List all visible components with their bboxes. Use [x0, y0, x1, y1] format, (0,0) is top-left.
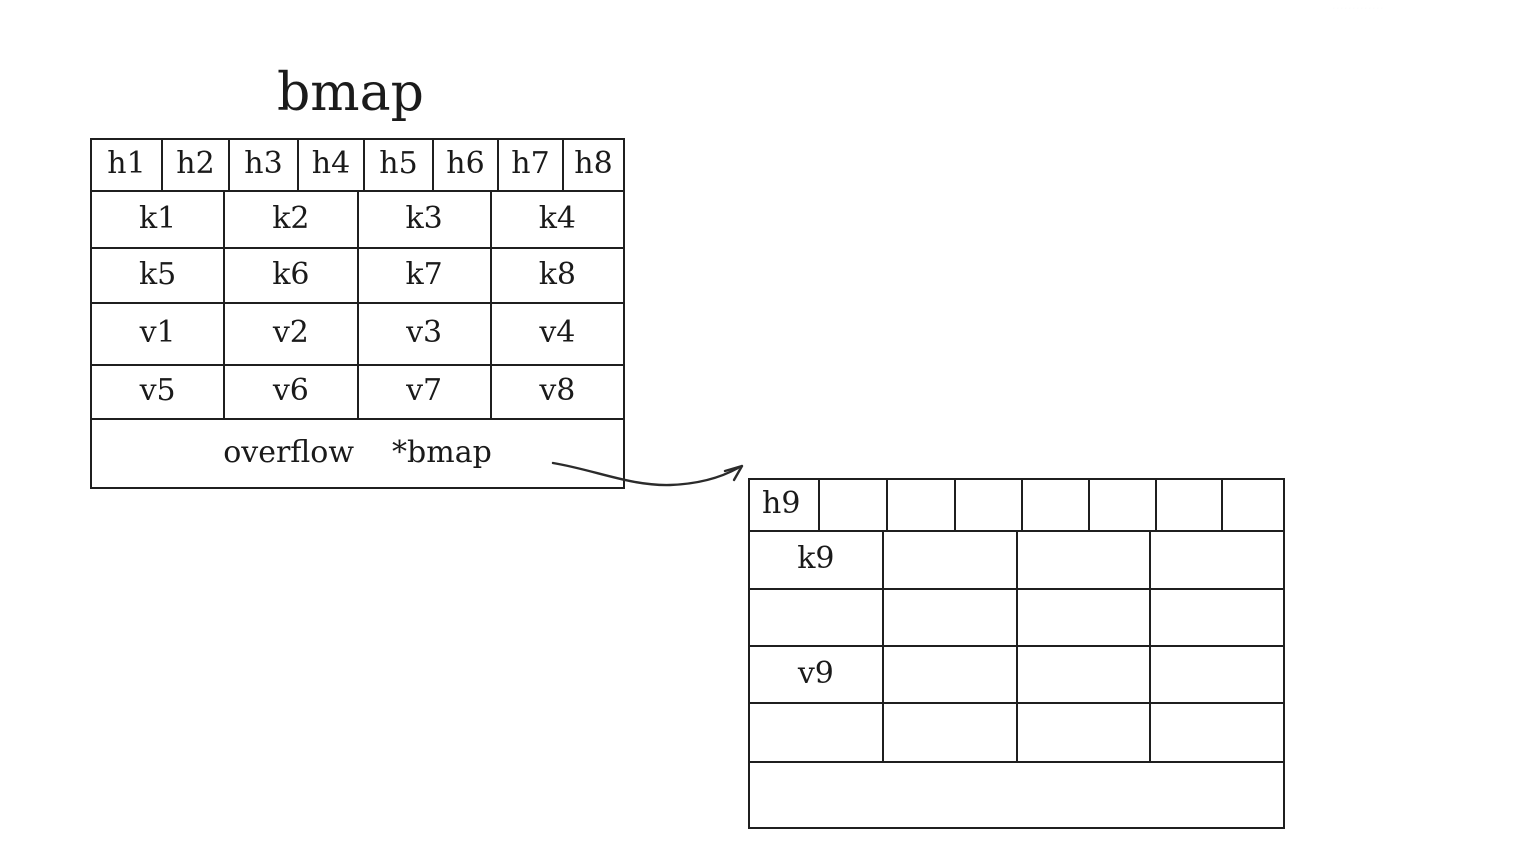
overflow-key-cell-5 [750, 590, 884, 645]
watermark-trace: ············· [1332, 2, 1384, 15]
overflow-tophash-cell-8 [1223, 480, 1283, 530]
value-cell-v7: v7 [359, 366, 492, 418]
tophash-cell-1: h1 [92, 140, 163, 190]
overflow-keys-row-1: k9 [750, 532, 1283, 590]
overflow-pointer-label: *bmap [392, 435, 492, 470]
overflow-tophash-cell-6 [1090, 480, 1157, 530]
value-cell-v8: v8 [539, 373, 576, 408]
main-keys-block: k1 k2 k3 k4 k5 k6 k7 k8 [92, 192, 623, 304]
overflow-value-cell-5 [750, 704, 884, 761]
value-cell-v2: v2 [225, 304, 359, 364]
key-cell-k8: k8 [538, 256, 576, 292]
overflow-tophash-row: h9 [750, 480, 1283, 532]
tophash-cell-6: h6 [434, 140, 499, 190]
overflow-value-cell-7 [1018, 704, 1152, 761]
overflow-keys-row-2 [750, 590, 1283, 645]
overflow-tophash-cell-7 [1157, 480, 1223, 530]
overflow-values-row-2 [750, 704, 1283, 761]
main-keys-row-2: k5 k6 k7 k8 [92, 249, 623, 302]
overflow-tophash-cell-1: h9 [750, 480, 820, 530]
key-cell-k6: k6 [225, 249, 359, 302]
overflow-tophash-cell-3 [888, 480, 956, 530]
overflow-key-cell-3 [1018, 532, 1152, 588]
overflow-value-cell-6 [884, 704, 1018, 761]
tophash-cell-5: h5 [365, 140, 434, 190]
key-cell-k3: k3 [359, 192, 492, 247]
page-title: bmap [277, 63, 424, 123]
value-cell-v6: v6 [225, 366, 359, 418]
overflow-key-cell-6 [884, 590, 1018, 645]
main-bucket-table: h1 h2 h3 h4 h5 h6 h7 h8 k1 k2 k3 k4 k5 k… [90, 138, 625, 489]
overflow-tophash-cell-2 [820, 480, 888, 530]
overflow-values-block: v9 [750, 647, 1283, 763]
main-overflow-row: overflow *bmap [92, 420, 623, 486]
main-tophash-row: h1 h2 h3 h4 h5 h6 h7 h8 [92, 140, 623, 192]
tophash-cell-3: h3 [230, 140, 299, 190]
overflow-value-cell-v9: v9 [750, 647, 884, 702]
key-cell-k2: k2 [225, 192, 359, 247]
overflow-key-cell-7 [1018, 590, 1152, 645]
key-cell-k5: k5 [92, 249, 226, 302]
overflow-key-cell-8 [1151, 590, 1283, 645]
overflow-bucket-footer-row [750, 763, 1283, 829]
overflow-value-cell-3 [1018, 647, 1152, 702]
main-keys-row-1: k1 k2 k3 k4 [92, 192, 623, 249]
overflow-key-cell-4 [1151, 532, 1283, 588]
overflow-bucket-table: h9 k9 [748, 478, 1285, 829]
overflow-values-row-1: v9 [750, 647, 1283, 704]
overflow-tophash-cell-5 [1023, 480, 1090, 530]
key-cell-k1: k1 [92, 192, 226, 247]
key-cell-k7: k7 [359, 249, 492, 302]
value-cell-v3: v3 [359, 304, 492, 364]
main-values-row-1: v1 v2 v3 v4 [92, 304, 623, 366]
value-cell-v1: v1 [92, 304, 226, 364]
tophash-cell-7: h7 [499, 140, 564, 190]
overflow-tophash-cell-4 [956, 480, 1023, 530]
tophash-cell-4: h4 [299, 140, 365, 190]
tophash-cell-2: h2 [163, 140, 230, 190]
value-cell-v4: v4 [539, 315, 576, 350]
key-cell-k4: k4 [538, 200, 576, 236]
value-cell-v5: v5 [92, 366, 226, 418]
overflow-key-cell-k9: k9 [750, 532, 884, 588]
overflow-value-cell-2 [884, 647, 1018, 702]
overflow-keys-block: k9 [750, 532, 1283, 647]
overflow-key-cell-2 [884, 532, 1018, 588]
overflow-value-cell-4 [1151, 647, 1283, 702]
main-values-row-2: v5 v6 v7 v8 [92, 366, 623, 418]
main-values-block: v1 v2 v3 v4 v5 v6 v7 v8 [92, 304, 623, 420]
overflow-label: overflow [223, 435, 355, 470]
tophash-cell-8: h8 [574, 146, 613, 181]
overflow-value-cell-8 [1151, 704, 1283, 761]
